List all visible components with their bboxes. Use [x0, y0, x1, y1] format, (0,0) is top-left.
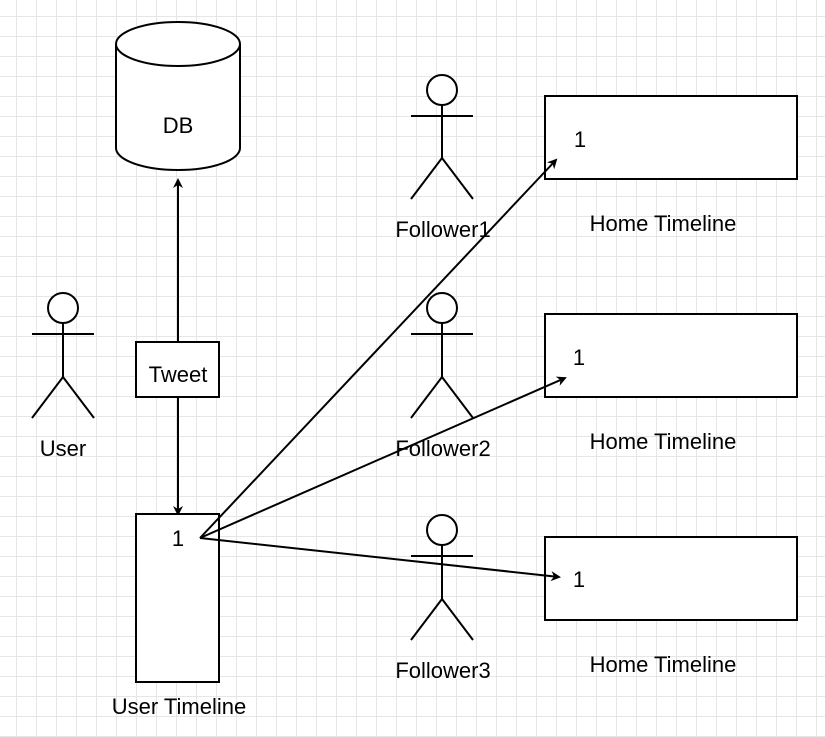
- user-timeline-node[interactable]: 1: [135, 513, 220, 683]
- home-timeline-1-value: 1: [574, 127, 586, 152]
- home-timeline-1-label: Home Timeline: [590, 211, 737, 236]
- database-node[interactable]: DB: [115, 21, 241, 171]
- fanout-arrow-1: [199, 158, 558, 539]
- follower1-actor[interactable]: [410, 74, 474, 200]
- follower2-label: Follower2: [395, 436, 490, 461]
- home-timeline-2-value: 1: [573, 345, 585, 370]
- home-timeline-2-node[interactable]: 1: [544, 313, 798, 398]
- user-timeline-value: 1: [172, 526, 184, 551]
- user-actor[interactable]: [31, 292, 95, 419]
- follower2-actor[interactable]: [410, 292, 474, 419]
- database-label: DB: [163, 113, 194, 138]
- home-timeline-1-node[interactable]: 1: [544, 95, 798, 180]
- user-timeline-label: User Timeline: [112, 694, 246, 719]
- user-label: User: [40, 436, 86, 461]
- follower1-label: Follower1: [395, 217, 490, 242]
- home-timeline-3-value: 1: [573, 567, 585, 592]
- follower3-label: Follower3: [395, 658, 490, 683]
- fanout-arrow-2: [199, 376, 567, 539]
- home-timeline-3-label: Home Timeline: [590, 652, 737, 677]
- tweet-label: Tweet: [149, 362, 208, 387]
- follower3-actor[interactable]: [410, 514, 474, 641]
- tweet-node[interactable]: Tweet: [135, 341, 220, 398]
- fanout-arrow-3: [199, 537, 561, 582]
- home-timeline-3-node[interactable]: 1: [544, 536, 798, 621]
- home-timeline-2-label: Home Timeline: [590, 429, 737, 454]
